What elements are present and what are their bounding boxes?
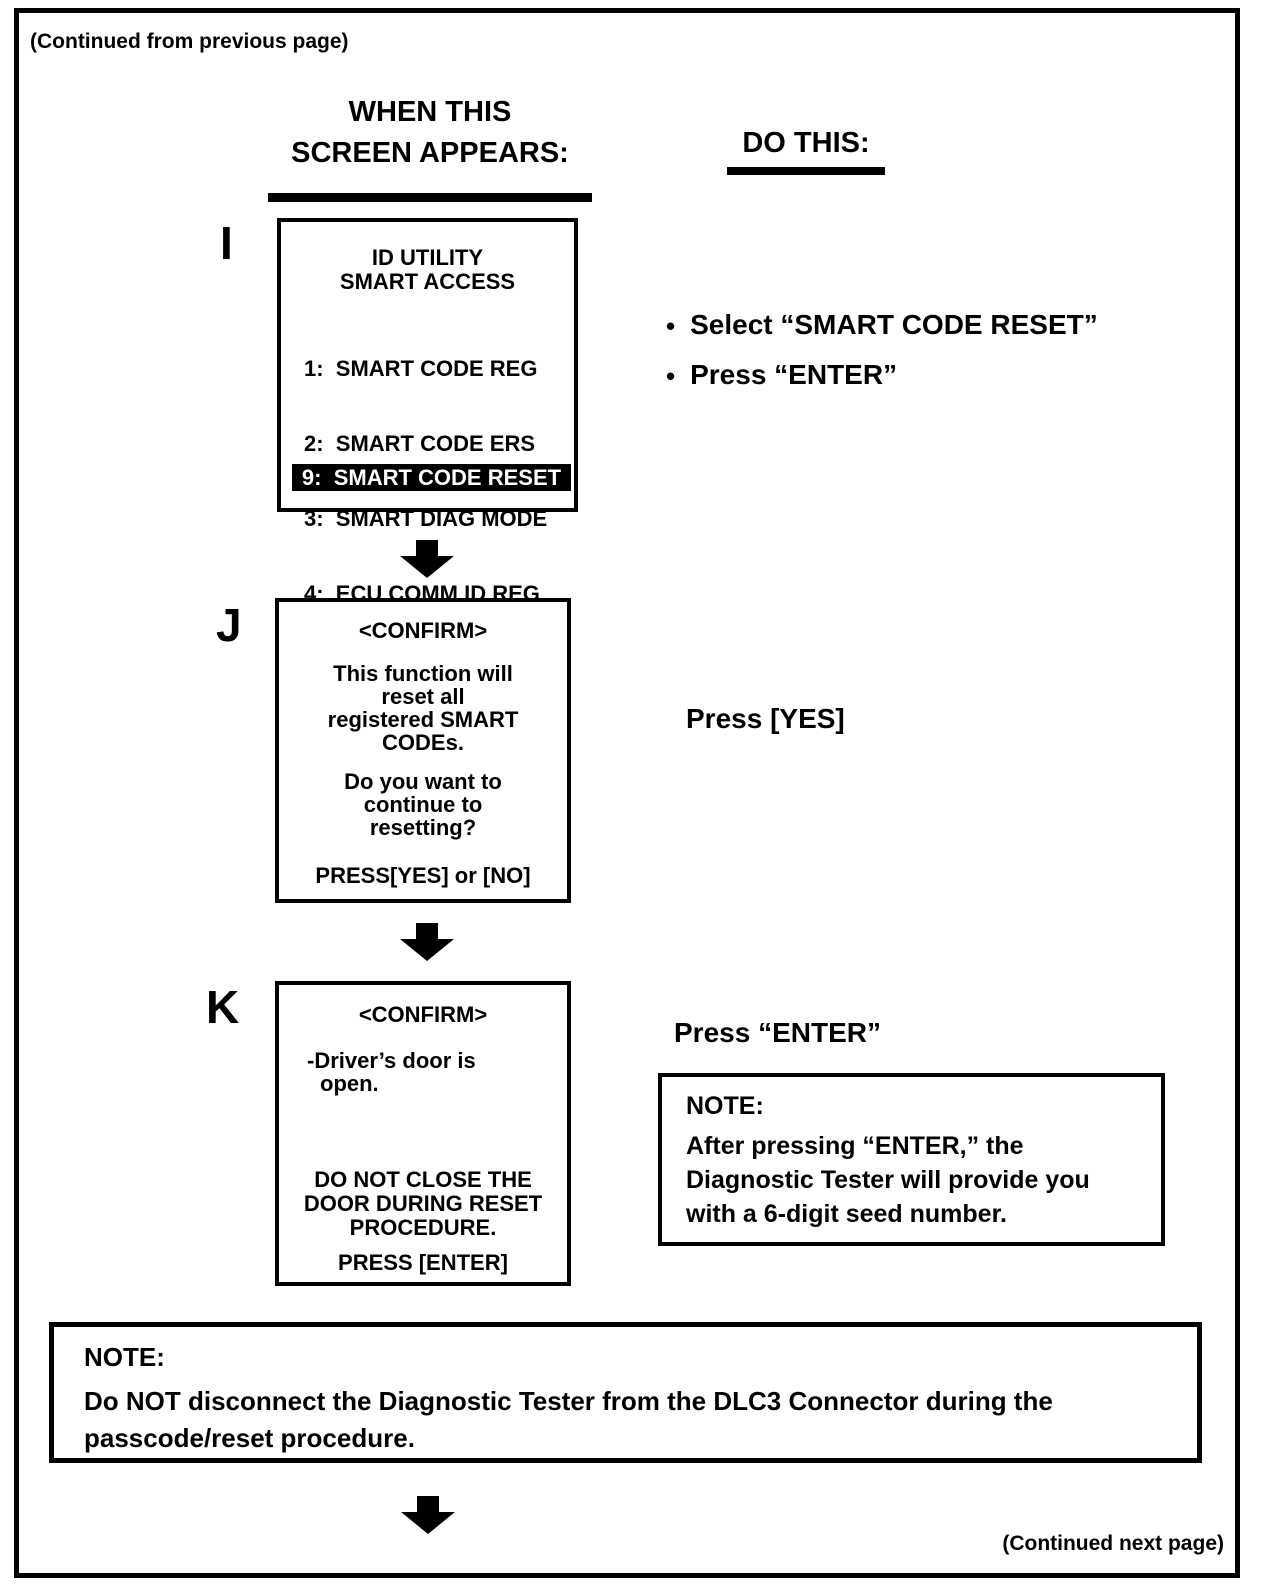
note-body: After pressing “ENTER,” the Diagnostic T… <box>686 1132 1090 1228</box>
menu-item: 2: SMART CODE ERS <box>304 431 536 456</box>
screen-footer: PRESS[YES] or [NO] <box>315 863 531 888</box>
screen-text-line: -Driver’s door is <box>307 1048 476 1073</box>
bullet-icon: • <box>666 361 676 391</box>
instruction-press-enter: Press “ENTER” <box>674 1017 881 1048</box>
instruction-bullet-item: • Press “ENTER” <box>666 358 1098 408</box>
do-this-heading: DO THIS: <box>742 127 870 159</box>
screen-text-line: open. <box>320 1071 379 1096</box>
instruction-text: Select “SMART CODE RESET” <box>690 309 1098 340</box>
instruction-text: Press “ENTER” <box>690 359 898 390</box>
tester-screen-i: ID UTILITY SMART ACCESS 1: SMART CODE RE… <box>277 218 578 606</box>
menu-item: 3: SMART DIAG MODE <box>304 506 548 531</box>
bullet-icon: • <box>666 311 676 341</box>
screen-text-line: Do you want to <box>344 769 502 794</box>
heading-underline <box>727 167 885 175</box>
instruction-bullet-item: • Select “SMART CODE RESET” <box>666 308 1098 358</box>
screen-title: <CONFIRM> <box>358 618 488 643</box>
screen-text-line: PROCEDURE. <box>349 1215 497 1240</box>
note-box-seed-number: NOTE: After pressing “ENTER,” the Diagno… <box>658 1073 1165 1246</box>
continued-next-page: (Continued next page) <box>1002 1532 1224 1555</box>
screen-text-line: reset all <box>381 684 465 709</box>
down-arrow-icon <box>400 540 454 583</box>
heading-underline <box>268 193 592 202</box>
screen-text-line: DOOR DURING RESET <box>303 1191 543 1216</box>
down-arrow-icon <box>401 1496 455 1539</box>
screen-title: ID UTILITY SMART ACCESS <box>281 246 574 294</box>
screen-title-line: ID UTILITY <box>371 245 484 270</box>
down-arrow-icon <box>400 923 454 966</box>
screen-message: This function will reset all registered … <box>279 662 567 754</box>
continued-from-previous: (Continued from previous page) <box>30 30 349 53</box>
instruction-list: • Select “SMART CODE RESET” • Press “ENT… <box>666 308 1098 408</box>
note-body: Do NOT disconnect the Diagnostic Tester … <box>84 1386 1053 1453</box>
screen-text-line: registered SMART <box>327 707 519 732</box>
screen-text-line: DO NOT CLOSE THE <box>314 1167 532 1192</box>
instruction-press-yes: Press [YES] <box>686 703 845 734</box>
screen-footer: PRESS [ENTER] <box>338 1250 508 1275</box>
menu-item: 1: SMART CODE REG <box>304 356 538 381</box>
step-label-j: J <box>216 599 242 651</box>
screen-warning: DO NOT CLOSE THE DOOR DURING RESET PROCE… <box>279 1168 567 1240</box>
tester-screen-k: <CONFIRM> -Driver’s door is open. DO NOT… <box>275 981 571 1286</box>
when-screen-appears-heading: WHEN THIS SCREEN APPEARS: <box>268 92 592 174</box>
screen-title: <CONFIRM> <box>358 1002 488 1027</box>
note-box-disconnect-warning: NOTE: Do NOT disconnect the Diagnostic T… <box>49 1322 1202 1463</box>
when-heading-line1: WHEN THIS <box>348 96 512 128</box>
when-heading-line2: SCREEN APPEARS: <box>291 137 569 169</box>
screen-title-line: SMART ACCESS <box>339 269 516 294</box>
screen-text-line: CODEs. <box>382 730 464 755</box>
screen-question: Do you want to continue to resetting? <box>279 770 567 839</box>
screen-text-line: resetting? <box>369 815 477 840</box>
screen-status: -Driver’s door is open. <box>307 1049 476 1095</box>
page-border <box>14 8 1240 1578</box>
screen-text-line: continue to <box>363 792 483 817</box>
note-title: NOTE: <box>84 1342 165 1372</box>
highlighted-menu-item: 9: SMART CODE RESET <box>292 464 571 491</box>
step-label-i: I <box>220 217 233 269</box>
step-label-k: K <box>206 981 240 1033</box>
note-title: NOTE: <box>686 1092 764 1120</box>
screen-text-line: This function will <box>333 661 513 686</box>
tester-screen-j: <CONFIRM> This function will reset all r… <box>275 598 571 903</box>
